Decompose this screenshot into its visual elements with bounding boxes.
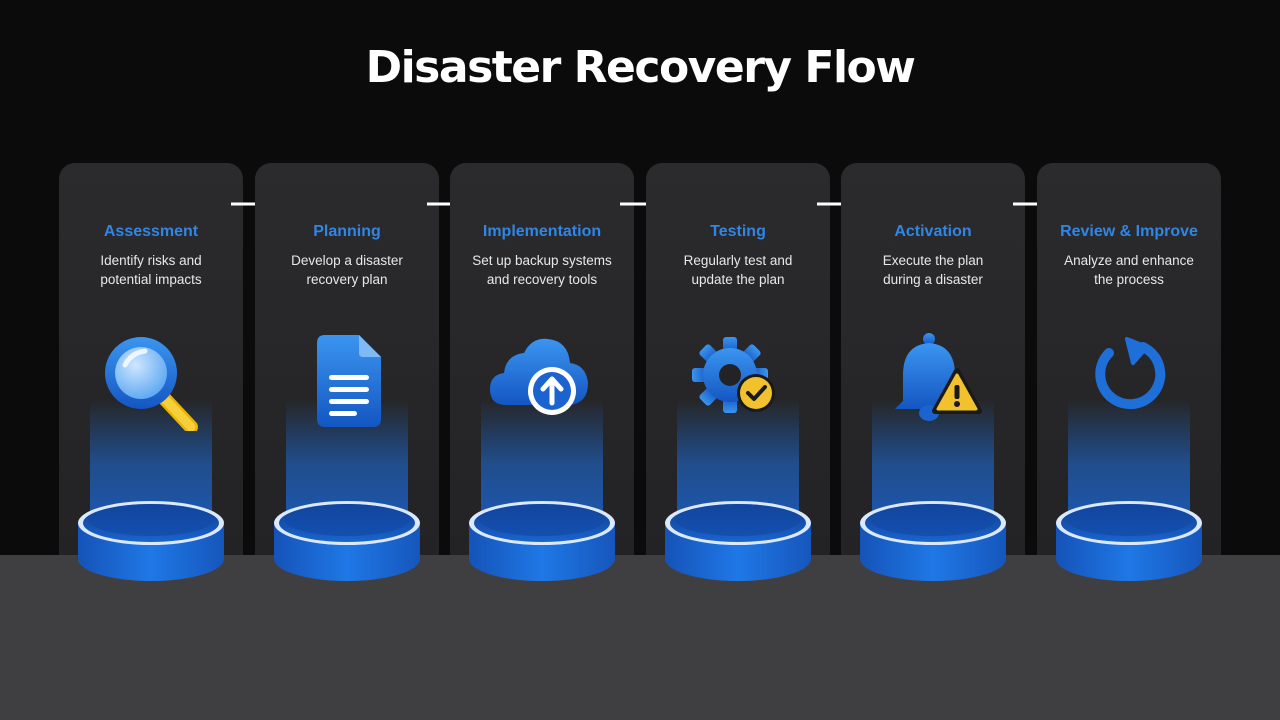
floor <box>0 555 1280 720</box>
pedestal <box>665 501 811 581</box>
step-title: Activation <box>894 223 972 240</box>
pedestal <box>1056 501 1202 581</box>
step-title: Planning <box>313 223 381 240</box>
gear-check-icon <box>692 337 775 413</box>
pedestal <box>78 501 224 581</box>
pedestal <box>274 501 420 581</box>
pedestal <box>469 501 615 581</box>
bell-warning-icon <box>895 333 982 421</box>
magnifying-glass-icon <box>105 337 198 431</box>
step-title: Assessment <box>103 223 199 240</box>
slide-title: Disaster Recovery Flow <box>365 42 916 93</box>
cloud-upload-icon <box>490 338 588 415</box>
step-title: Testing <box>710 223 766 240</box>
refresh-icon <box>1095 337 1166 410</box>
pedestal <box>860 501 1006 581</box>
document-icon <box>317 335 381 427</box>
step-title: Review & Improve <box>1060 223 1198 240</box>
step-title: Implementation <box>482 223 602 240</box>
